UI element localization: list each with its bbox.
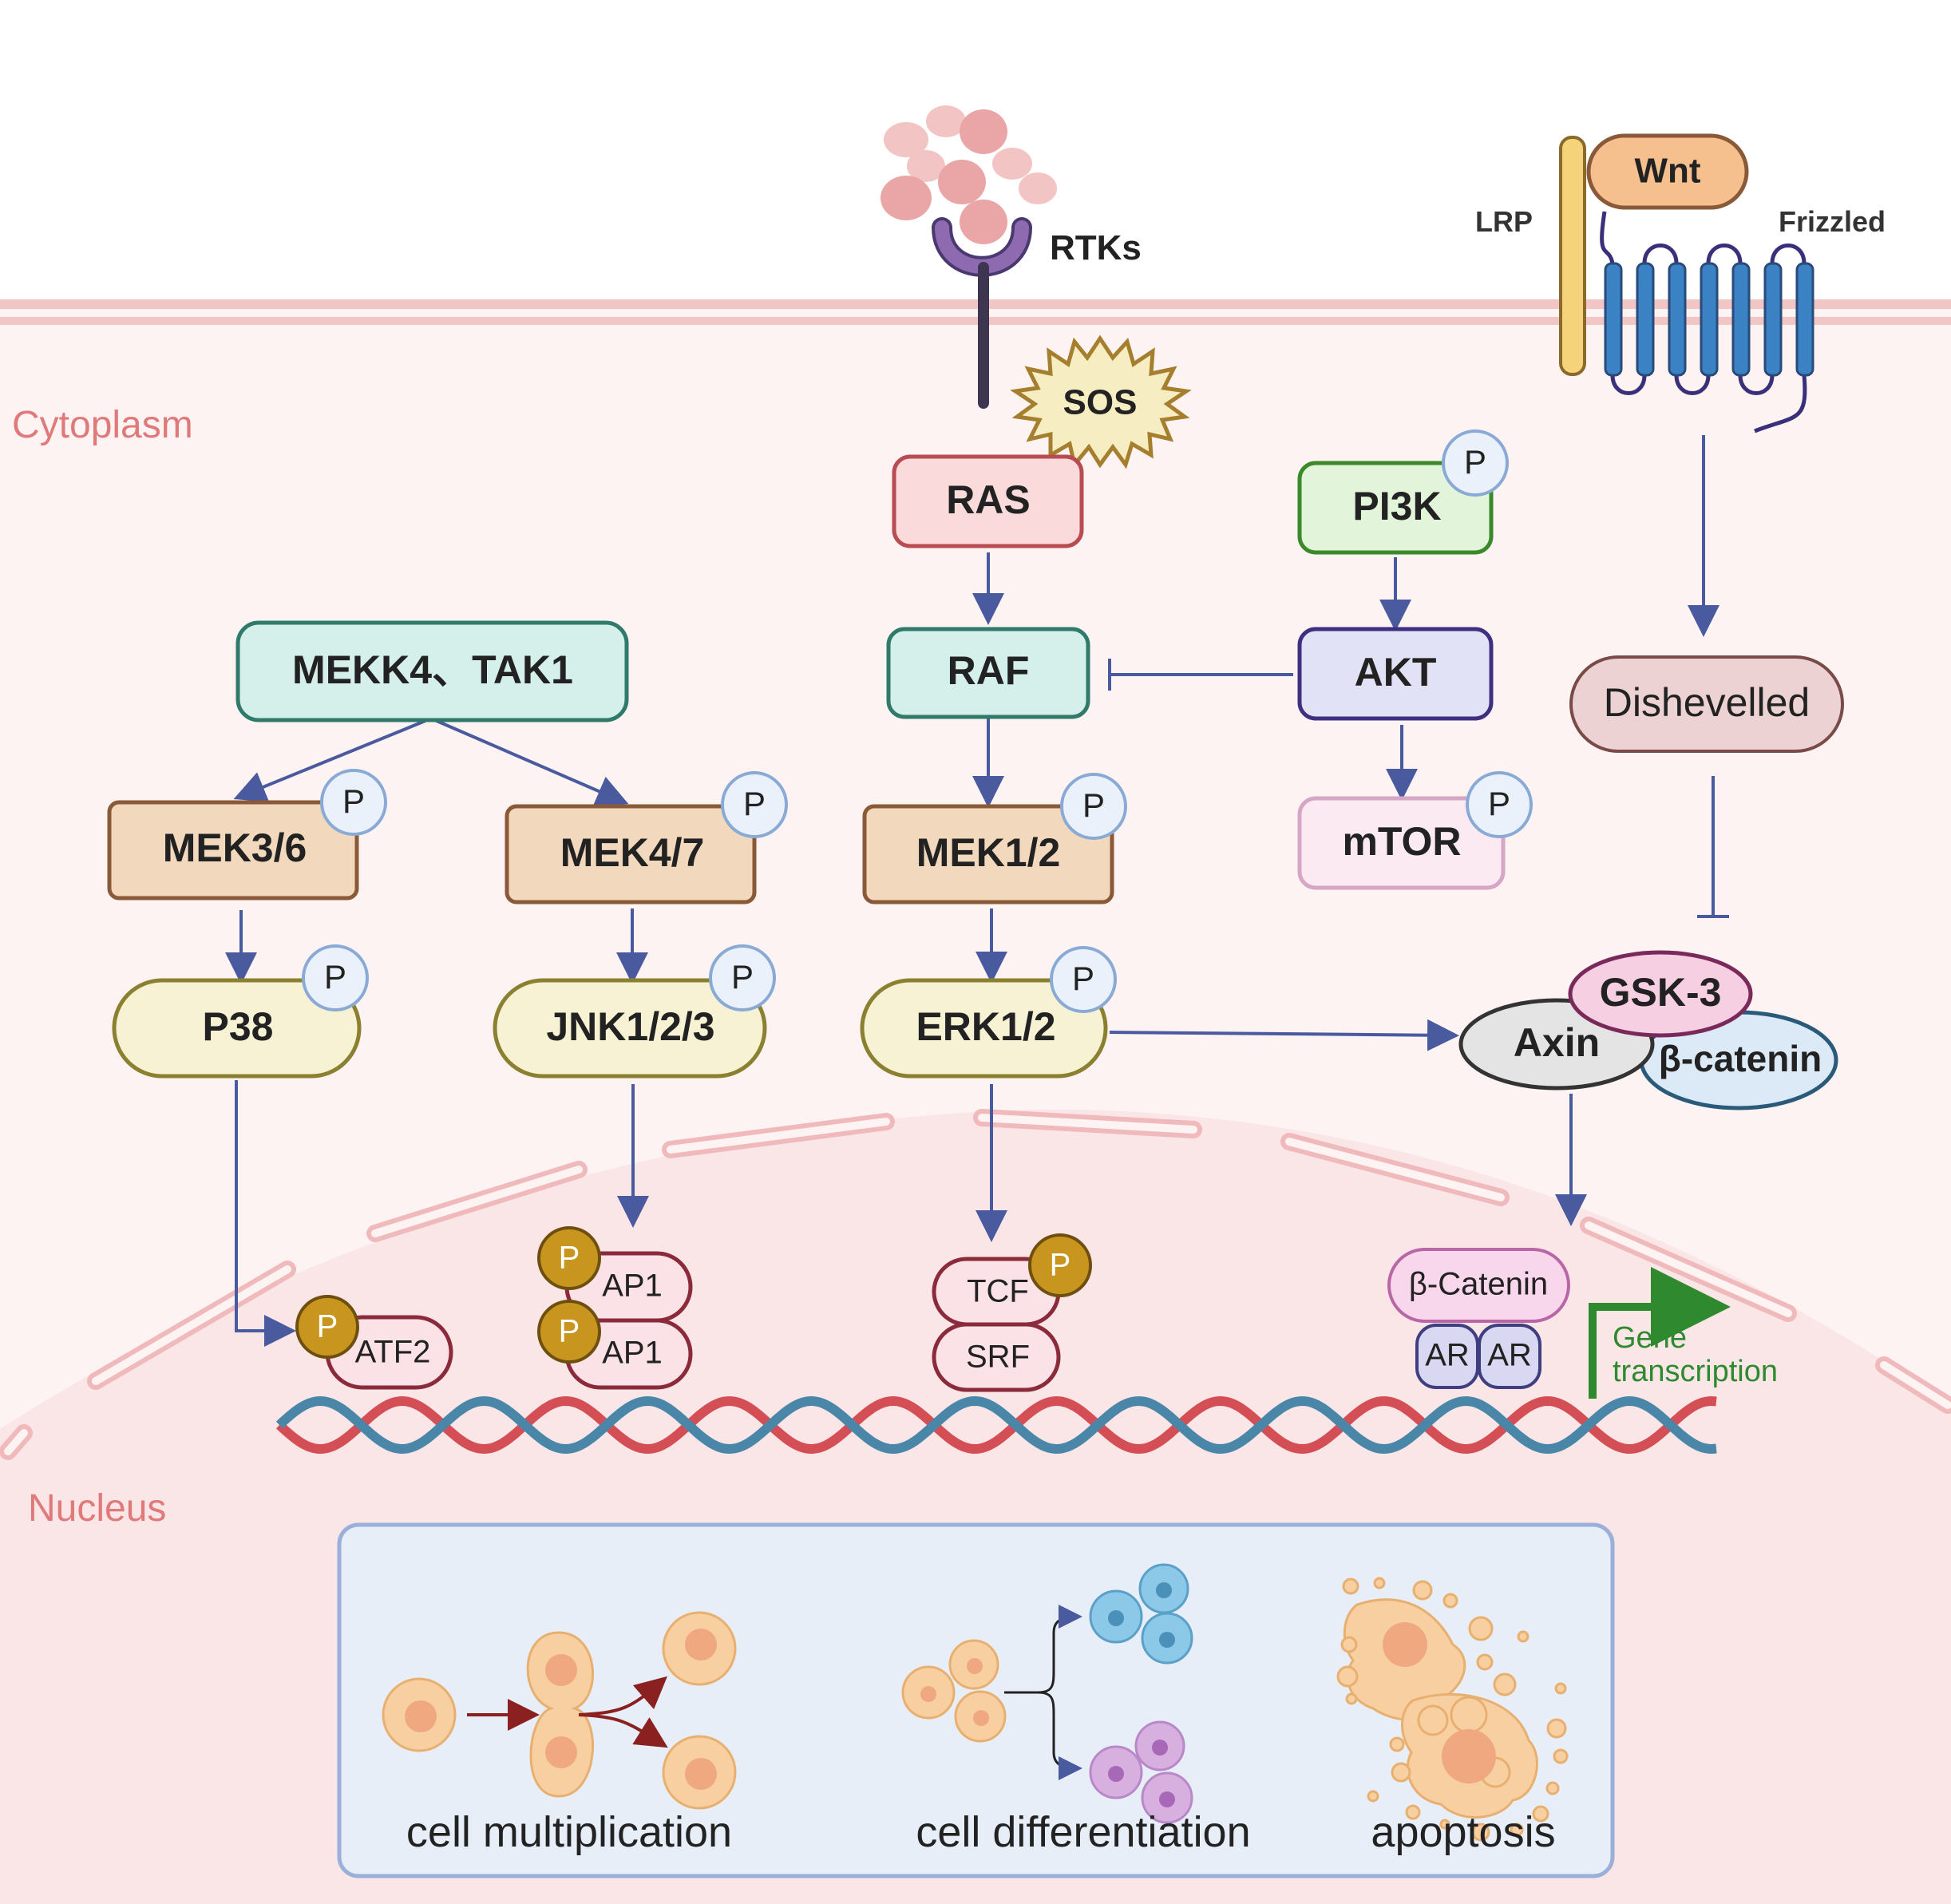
srf-label: SRF (966, 1340, 1030, 1375)
jnk-node (493, 978, 767, 1079)
pi3k-node (1297, 461, 1494, 555)
bcatenin-label: β-catenin (1659, 1038, 1822, 1079)
wnt-ligand (1586, 133, 1749, 210)
p38-node (112, 978, 362, 1079)
wnt-label: Wnt (1634, 152, 1700, 191)
frizzled-receptor (1600, 211, 1814, 433)
phospho-pi3k (1442, 429, 1509, 497)
ap1-bottom-label: AP1 (602, 1336, 663, 1371)
sos-starburst (1010, 334, 1192, 469)
gsk3-node (1568, 950, 1753, 1038)
bcatenin-nuclear-label: β-Catenin (1409, 1267, 1548, 1302)
arrow-p38-atf2 (235, 1080, 296, 1347)
mekk4-tak1-node (235, 620, 629, 722)
phospho-p38 (302, 944, 369, 1011)
gsk3-label: GSK-3 (1600, 970, 1722, 1015)
cell-differentiation-label: cell differentiation (916, 1808, 1250, 1856)
phospho-p38-label: P (324, 958, 346, 996)
sos-label: SOS (1063, 383, 1138, 422)
pi3k-label: PI3K (1352, 484, 1441, 528)
bcatenin-nuclear-node (1387, 1248, 1570, 1323)
lrp-coreceptor (1559, 136, 1586, 376)
phospho-erk12 (1050, 946, 1117, 1013)
apoptosis-illustration (1336, 1577, 1569, 1842)
phospho-ap1-top (537, 1226, 601, 1290)
dishevelled-label: Dishevelled (1604, 680, 1810, 725)
phospho-gold-badges: P P P P (295, 1226, 1092, 1364)
arrow-mekk-mek36 (233, 717, 432, 802)
erk12-label: ERK1/2 (916, 1004, 1055, 1049)
pathway-arrows (225, 435, 1729, 1347)
ap1-top-label: AP1 (602, 1269, 663, 1304)
cytoplasm-label: Cytoplasm (12, 404, 193, 446)
phospho-mtor-label: P (1488, 785, 1510, 822)
dishevelled-node (1569, 655, 1844, 753)
dna-strand-blue (275, 1395, 1717, 1455)
gene-transcription-line1: Gene (1613, 1321, 1687, 1355)
akt-label: AKT (1355, 650, 1437, 695)
phospho-tcf-label: P (1050, 1248, 1071, 1283)
phospho-mek47 (721, 771, 788, 838)
phospho-mek12 (1060, 773, 1127, 840)
growth-factor-ligands (881, 105, 1057, 244)
phospho-atf2-label: P (317, 1309, 338, 1344)
phospho-tcf (1028, 1233, 1092, 1297)
phospho-badges: P P P P P P P P (302, 429, 1533, 1013)
mek36-node (107, 800, 359, 901)
raf-label: RAF (948, 648, 1030, 693)
mek47-node (505, 804, 757, 904)
cell-multiplication-illustration (382, 1611, 737, 1810)
phospho-ap1-bottom-label: P (559, 1314, 580, 1349)
mek12-node (862, 804, 1114, 904)
mtor-label: mTOR (1342, 819, 1461, 864)
erk12-node (860, 978, 1108, 1079)
cell-membrane-outer (0, 299, 1951, 309)
axin-label: Axin (1514, 1020, 1600, 1065)
mekk4-tak1-label: MEKK4、TAK1 (292, 647, 573, 692)
srf-node (932, 1322, 1061, 1392)
dna-double-helix (275, 1395, 1717, 1455)
mtor-node (1297, 796, 1506, 890)
mek12-label: MEK1/2 (916, 830, 1061, 875)
apoptosis-label: apoptosis (1371, 1808, 1555, 1856)
frizzled-label: Frizzled (1779, 205, 1886, 238)
phospho-ap1-bottom (537, 1300, 601, 1364)
mek36-label: MEK3/6 (163, 825, 307, 870)
ar-right-node (1478, 1324, 1541, 1389)
ras-node (892, 454, 1084, 548)
jnk-label: JNK1/2/3 (546, 1004, 714, 1049)
gene-transcription-line2: transcription (1613, 1355, 1778, 1388)
phospho-jnk (709, 944, 776, 1011)
atf2-label: ATF2 (355, 1335, 431, 1370)
tcf-label: TCF (967, 1274, 1029, 1309)
arrow-mekk-mek47 (430, 717, 629, 806)
ar-right-label: AR (1487, 1338, 1532, 1373)
mek47-label: MEK4/7 (560, 830, 705, 875)
cell-membrane-inner (0, 317, 1951, 325)
phospho-mek47-label: P (743, 785, 766, 822)
ar-left-label: AR (1425, 1338, 1470, 1373)
rtk-label: RTKs (1050, 228, 1142, 267)
phospho-pi3k-label: P (1464, 443, 1486, 481)
phospho-atf2 (295, 1295, 359, 1359)
lrp-label: LRP (1475, 205, 1533, 238)
raf-node (886, 627, 1090, 719)
p38-label: P38 (203, 1004, 274, 1049)
gene-transcription-arrow (1589, 1267, 1731, 1399)
phospho-mek36-label: P (342, 782, 365, 820)
phospho-mtor (1466, 771, 1533, 838)
akt-node (1297, 627, 1494, 721)
ras-label: RAS (946, 477, 1031, 522)
nucleus-label: Nucleus (28, 1487, 166, 1530)
cell-multiplication-label: cell multiplication (406, 1808, 732, 1856)
phospho-mek36 (320, 769, 387, 836)
phospho-ap1-top-label: P (559, 1241, 580, 1276)
dna-strand-red (275, 1395, 1717, 1455)
phospho-jnk-label: P (731, 958, 754, 996)
cell-differentiation-illustration (901, 1563, 1193, 1824)
arrow-erk12-axin (1109, 1019, 1459, 1051)
phospho-mek12-label: P (1082, 786, 1105, 824)
phospho-erk12-label: P (1072, 960, 1094, 997)
